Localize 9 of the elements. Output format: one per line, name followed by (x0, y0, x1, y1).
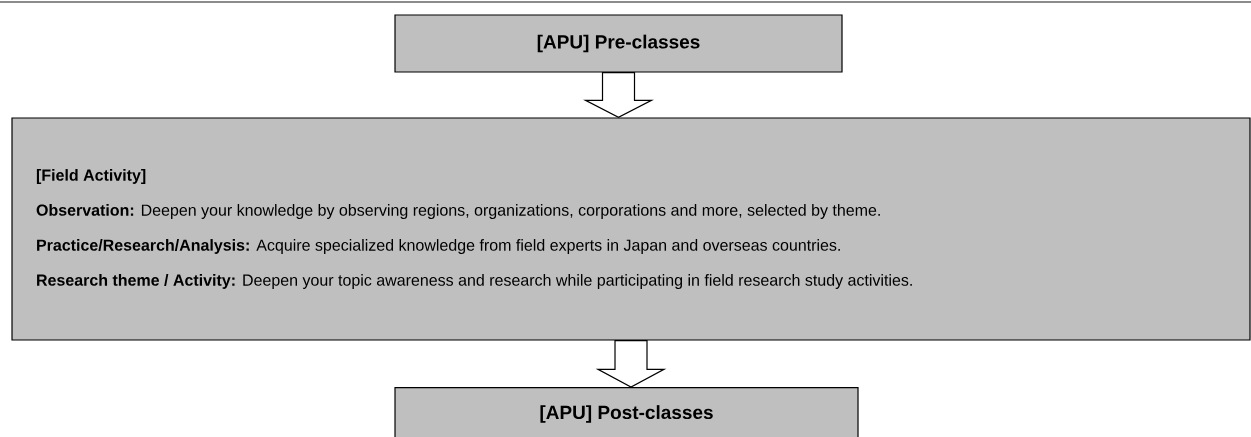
block-arrow (583, 72, 654, 119)
paragraph: Practice/Research/Analysis: Acquire specialized knowledge from field experts in Japan and overseas countries. (37, 239, 840, 254)
paragraph: Research theme / Activity: Deepen your topic awareness and research while participating in field research study activities. (37, 274, 912, 289)
class-box: [APU] Post-classes (394, 387, 859, 437)
paragraph: Observation: Deepen your knowledge by observing regions, organizations, corporations and more, selected by theme. (36, 204, 880, 219)
block-arrow (595, 340, 667, 388)
section-heading: [Field Activity] (36, 169, 146, 184)
activity-box (11, 117, 1251, 341)
class-box: [APU] Pre-classes (394, 14, 843, 73)
